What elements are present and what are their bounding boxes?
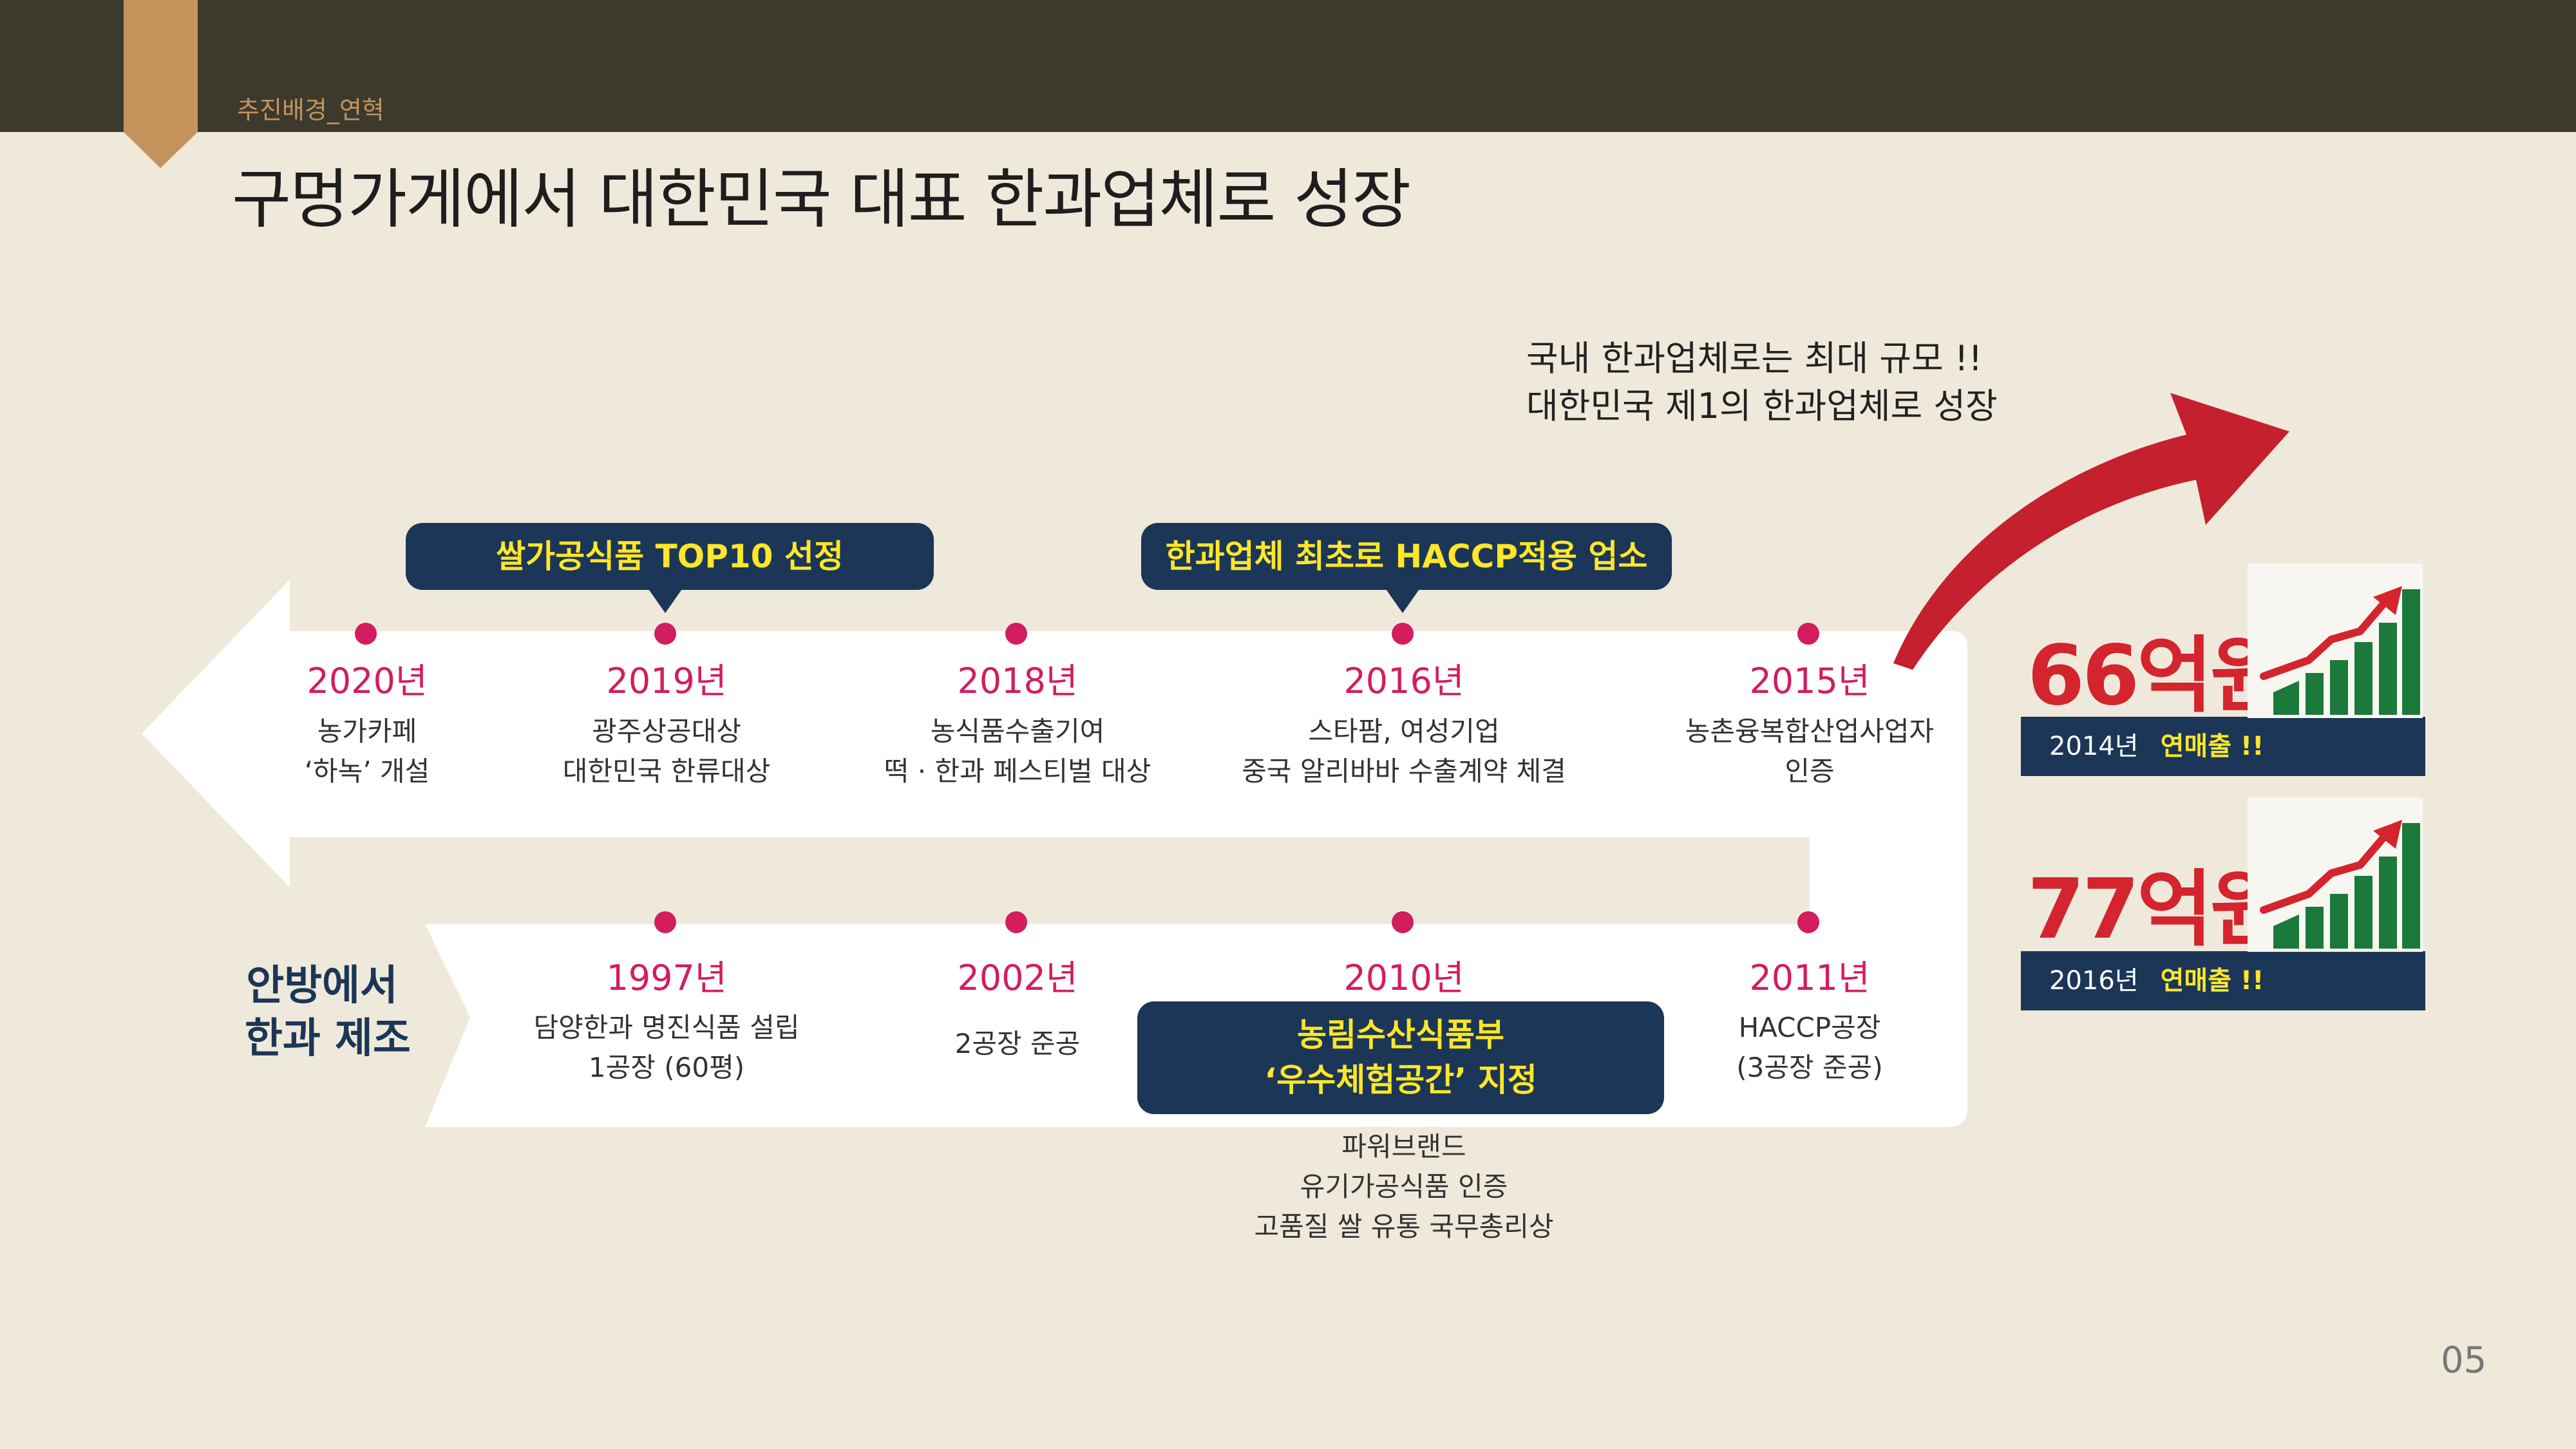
sales-caption: 2016년 연매출 !! <box>2021 951 2425 1010</box>
timeline-dot-2016 <box>1392 623 1414 645</box>
timeline-desc: 농가카페‘하녹’ 개설 <box>304 715 430 787</box>
sales-year: 2016년 <box>2049 966 2139 996</box>
sales-amount: 77억원 <box>2027 862 2286 958</box>
growth-chart-icon <box>2248 564 2423 718</box>
section-label: 추진배경_연혁 <box>237 96 384 124</box>
timeline-year: 2010년 <box>1343 958 1464 998</box>
timeline-dot-1997 <box>654 911 676 933</box>
callout-experience-space: 농림수산식품부‘우수체험공간’ 지정 <box>1137 1001 1664 1114</box>
timeline-desc: 2공장 준공 <box>954 1028 1081 1059</box>
sales-label: 연매출 !! <box>2160 732 2264 761</box>
timeline-year: 2002년 <box>957 958 1078 998</box>
timeline-dot-2010 <box>1392 911 1414 933</box>
timeline-dot-2020 <box>355 623 377 645</box>
timeline-dot-2018 <box>1005 623 1027 645</box>
callout-pointer <box>1385 587 1421 613</box>
callout-top10: 쌀가공식품 TOP10 선정 <box>406 523 934 590</box>
timeline-desc: HACCP공장(3공장 준공) <box>1736 1012 1883 1083</box>
timeline-dot-2011 <box>1797 911 1819 933</box>
sales-amount: 66억원 <box>2027 628 2286 724</box>
growth-arrow-icon <box>1893 393 2289 670</box>
growth-chart-icon <box>2248 797 2423 952</box>
tagline: 국내 한과업체로는 최대 규모 !!대한민국 제1의 한과업체로 성장 <box>1526 338 1998 426</box>
timeline-year: 1997년 <box>606 958 727 998</box>
timeline-band <box>142 580 1967 1127</box>
timeline-year: 2020년 <box>307 661 428 701</box>
timeline-year: 2011년 <box>1749 958 1870 998</box>
callout-pointer <box>647 587 683 613</box>
timeline-year: 2018년 <box>957 661 1078 701</box>
callout-haccp: 한과업체 최초로 HACCP적용 업소 <box>1141 523 1672 590</box>
bookmark-tag <box>124 0 198 132</box>
timeline-year: 2015년 <box>1749 661 1870 701</box>
timeline-year: 2016년 <box>1343 661 1464 701</box>
bookmark-tag-tip <box>124 132 198 168</box>
header-bar <box>0 0 2576 132</box>
sales-year: 2014년 <box>2049 732 2139 761</box>
page-number: 05 <box>2441 1340 2487 1381</box>
timeline-year: 2019년 <box>606 661 727 701</box>
sales-caption: 2014년 연매출 !! <box>2021 717 2425 776</box>
timeline-dot-2015 <box>1797 623 1819 645</box>
sales-label: 연매출 !! <box>2160 966 2264 996</box>
timeline-dot-2019 <box>654 623 676 645</box>
page-title: 구멍가게에서 대한민국 대표 한과업체로 성장 <box>232 162 1411 237</box>
timeline-dot-2002 <box>1005 911 1027 933</box>
